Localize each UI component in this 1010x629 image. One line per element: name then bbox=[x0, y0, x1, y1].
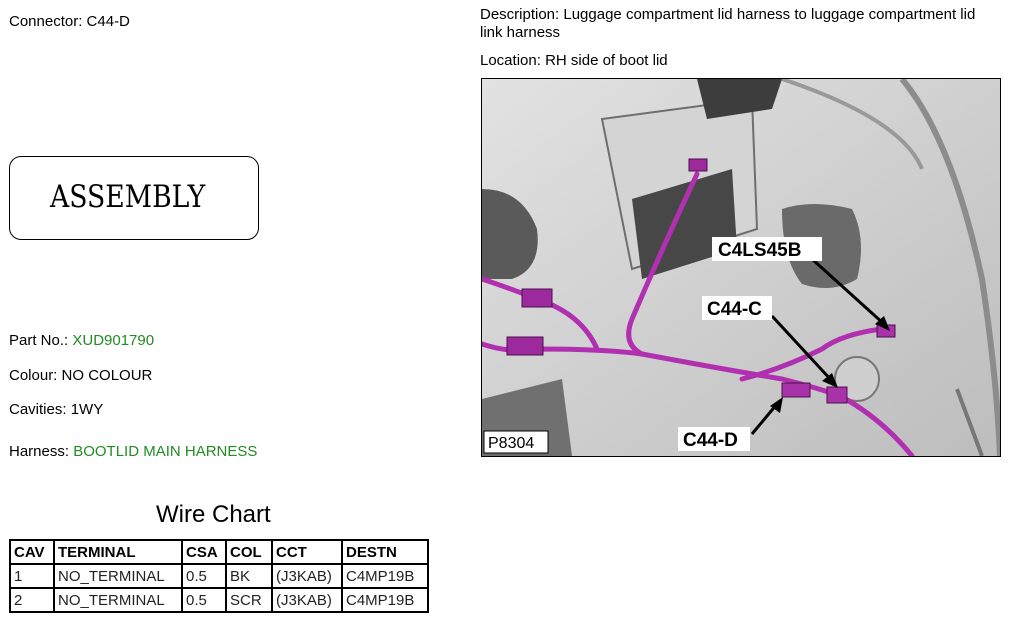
bracket-opening bbox=[632, 169, 737, 279]
connector-c44-d bbox=[781, 382, 811, 398]
connector-label: Connector: bbox=[9, 13, 83, 30]
harness-link[interactable]: BOOTLID MAIN HARNESS bbox=[73, 443, 258, 460]
cell-cav: 1 bbox=[9, 563, 55, 589]
cell-col: SCR bbox=[225, 587, 273, 613]
part-number-label: Part No.: bbox=[9, 332, 69, 349]
cavities-label: Cavities: bbox=[9, 401, 67, 418]
callout-c4ls45b: C4LS45B bbox=[718, 240, 801, 261]
harness-connector-1 bbox=[521, 288, 553, 308]
wire-chart-title: Wire Chart bbox=[156, 501, 271, 528]
lid-edge bbox=[899, 79, 1000, 456]
table-header-row: CAV TERMINAL CSA COL CCT DESTN bbox=[9, 539, 429, 565]
location: Location: RH side of boot lid bbox=[480, 52, 668, 69]
connector-c44-c bbox=[826, 386, 848, 404]
part-number-line: Part No.: XUD901790 bbox=[9, 332, 154, 349]
part-number-link[interactable]: XUD901790 bbox=[72, 332, 155, 349]
callout-arrows bbox=[750, 257, 890, 435]
col-header-cct: CCT bbox=[271, 539, 343, 565]
colour-label: Colour: bbox=[9, 367, 58, 384]
latch bbox=[697, 79, 782, 119]
cell-cav: 2 bbox=[9, 587, 55, 613]
location-label: Location: bbox=[480, 52, 541, 69]
cell-csa: 0.5 bbox=[181, 587, 227, 613]
cell-terminal: NO_TERMINAL bbox=[53, 587, 183, 613]
connector-location-illustration: C4LS45B C44-C C44-D P8304 bbox=[481, 78, 1001, 457]
cavities-line: Cavities: 1WY bbox=[9, 401, 103, 418]
col-header-destn: DESTN bbox=[341, 539, 429, 565]
assembly-box: ASSEMBLY bbox=[9, 156, 259, 240]
cell-destn: C4MP19B bbox=[341, 563, 429, 589]
harness-connector-3 bbox=[688, 158, 708, 172]
assembly-label: ASSEMBLY bbox=[50, 179, 206, 215]
harness-line: Harness: BOOTLID MAIN HARNESS bbox=[9, 443, 257, 460]
col-header-col: COL bbox=[225, 539, 273, 565]
figure-ref-box bbox=[483, 430, 549, 454]
wire-chart-table: CAV TERMINAL CSA COL CCT DESTN 1 NO_TERM… bbox=[9, 539, 429, 613]
callout-bg-3 bbox=[678, 427, 750, 451]
callout-c44-c: C44-C bbox=[707, 299, 762, 320]
cell-csa: 0.5 bbox=[181, 563, 227, 589]
harness-label: Harness: bbox=[9, 443, 70, 460]
colour-line: Colour: NO COLOUR bbox=[9, 367, 152, 384]
table-row: 1 NO_TERMINAL 0.5 BK (J3KAB) C4MP19B bbox=[9, 563, 429, 589]
callout-bg-2 bbox=[702, 296, 772, 320]
col-header-cav: CAV bbox=[9, 539, 55, 565]
callout-c44-d: C44-D bbox=[683, 430, 738, 451]
cell-cct: (J3KAB) bbox=[271, 587, 343, 613]
callout-bg-1 bbox=[712, 237, 822, 261]
cell-col: BK bbox=[225, 563, 273, 589]
lid-seal bbox=[781, 79, 924, 170]
strut-rod bbox=[955, 388, 984, 456]
figure-ref: P8304 bbox=[488, 435, 534, 452]
cell-cct: (J3KAB) bbox=[271, 563, 343, 589]
col-header-terminal: TERMINAL bbox=[53, 539, 183, 565]
cavity-left bbox=[482, 189, 538, 279]
description-label: Description: bbox=[480, 6, 560, 23]
cell-destn: C4MP19B bbox=[341, 587, 429, 613]
colour-value: NO COLOUR bbox=[61, 367, 153, 384]
table-row: 2 NO_TERMINAL 0.5 SCR (J3KAB) C4MP19B bbox=[9, 587, 429, 613]
description: Description: Luggage compartment lid har… bbox=[480, 6, 1000, 42]
connector-value: C44-D bbox=[86, 13, 130, 30]
location-value: RH side of boot lid bbox=[545, 52, 668, 69]
harness-connector-2 bbox=[506, 336, 544, 356]
bootlid-illustration: C4LS45B C44-C C44-D P8304 bbox=[482, 79, 1000, 456]
cavities-value: 1WY bbox=[70, 401, 104, 418]
cell-terminal: NO_TERMINAL bbox=[53, 563, 183, 589]
description-value: Luggage compartment lid harness to lugga… bbox=[480, 6, 976, 41]
connector-line: Connector: C44-D bbox=[9, 13, 130, 30]
col-header-csa: CSA bbox=[181, 539, 227, 565]
